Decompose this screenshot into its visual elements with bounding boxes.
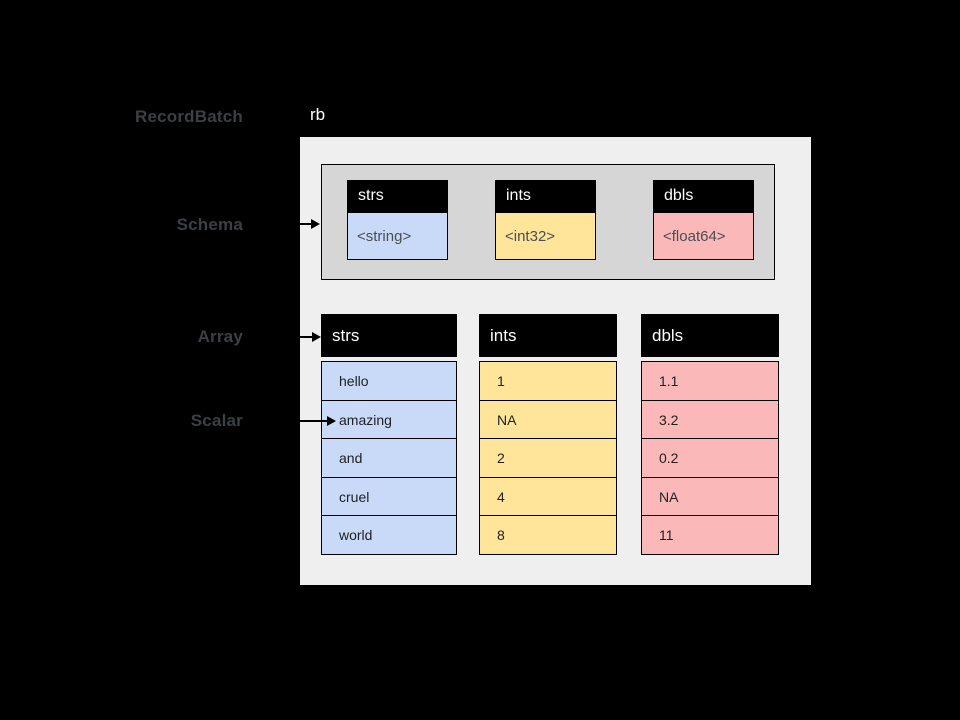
schema-field-name: ints (495, 180, 596, 212)
array-cell: 2 (479, 438, 617, 478)
array-column-header: dbls (641, 314, 779, 357)
array-column-header: strs (321, 314, 457, 357)
array-column-header: ints (479, 314, 617, 357)
array-cell: NA (641, 476, 779, 517)
array-cell: 3.2 (641, 399, 779, 440)
variable-name: rb (310, 105, 326, 124)
schema-field-type: <float64> (653, 212, 754, 260)
array-cell: NA (479, 399, 617, 440)
schema-field-name: dbls (653, 180, 754, 212)
scalar-arrow-icon (250, 416, 336, 426)
label-array: Array (197, 327, 243, 346)
array-cell: 11 (641, 515, 779, 555)
array-cells: hello amazing and cruel world (321, 361, 457, 555)
array-cell: 4 (479, 476, 617, 517)
label-schema: Schema (176, 215, 243, 234)
array-cell: cruel (321, 476, 457, 517)
array-column-ints: ints 1 NA 2 4 8 (479, 314, 617, 555)
array-cells: 1.1 3.2 0.2 NA 11 (641, 361, 779, 555)
array-cell: and (321, 438, 457, 478)
schema-field-name: strs (347, 180, 448, 212)
array-cell: 1 (479, 361, 617, 401)
schema-arrow-icon (250, 219, 320, 229)
label-scalar: Scalar (190, 411, 243, 430)
array-cell: 8 (479, 515, 617, 555)
array-column-dbls: dbls 1.1 3.2 0.2 NA 11 (641, 314, 779, 555)
array-column-strs: strs hello amazing and cruel world (321, 314, 457, 555)
label-recordbatch: RecordBatch (134, 107, 243, 126)
schema-field-type: <int32> (495, 212, 596, 260)
array-cell: amazing (321, 399, 457, 440)
schema-field-ints: ints <int32> (495, 180, 596, 260)
array-cell: hello (321, 361, 457, 401)
schema-field-strs: strs <string> (347, 180, 448, 260)
array-cell: 1.1 (641, 361, 779, 401)
array-cells: 1 NA 2 4 8 (479, 361, 617, 555)
array-cell: 0.2 (641, 438, 779, 478)
array-cell: world (321, 515, 457, 555)
schema-field-type: <string> (347, 212, 448, 260)
schema-field-dbls: dbls <float64> (653, 180, 754, 260)
array-arrow-icon (250, 332, 321, 342)
